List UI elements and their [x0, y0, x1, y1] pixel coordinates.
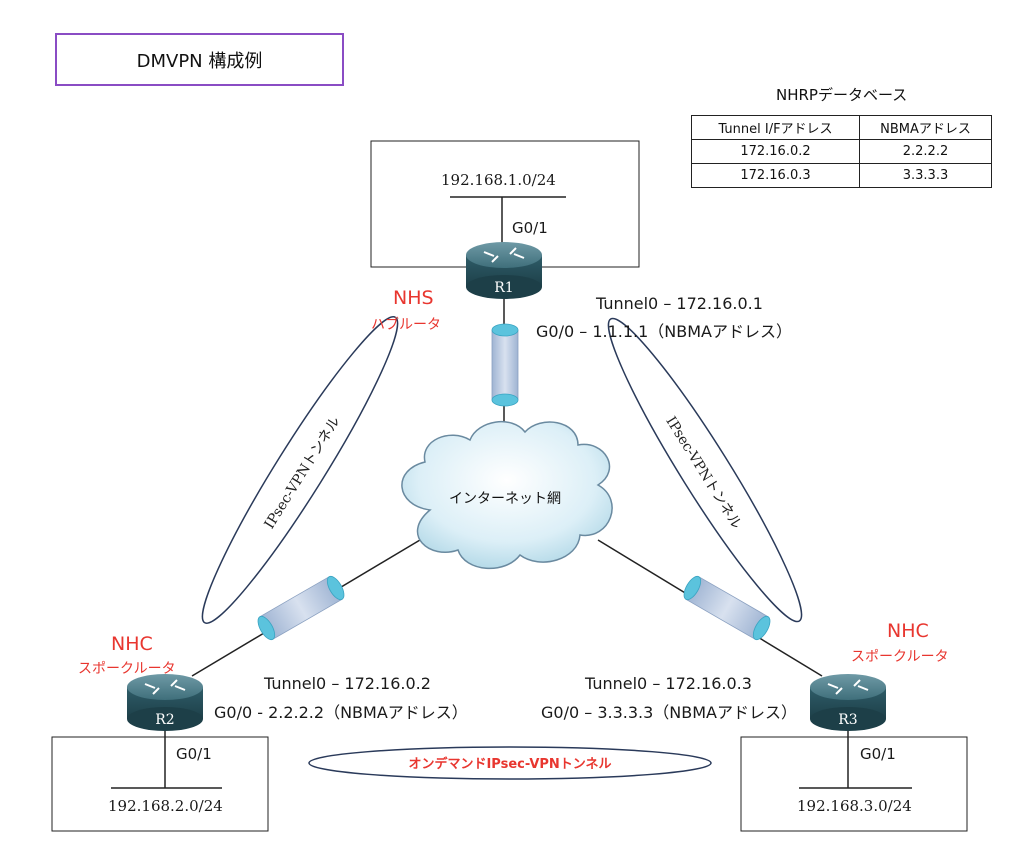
router-r1-icon: [466, 242, 542, 299]
r3-role-sub: スポークルータ: [851, 649, 949, 665]
r3-lan-box: [740, 736, 968, 832]
r3-pipe: [683, 575, 771, 641]
r2-tunnel-addr: Tunnel0 – 172.16.0.2: [264, 674, 431, 693]
r1-nbma-addr: G0/0 – 1.1.1.1（NBMAアドレス）: [536, 322, 792, 341]
r1-name: R1: [494, 280, 513, 296]
nhrp-cell-nbma: 3.3.3.3: [859, 163, 992, 188]
left-tunnel-label: IPsec-VPNトンネル: [262, 414, 344, 532]
nhrp-header-nbma: NBMAアドレス: [859, 115, 992, 140]
r2-lan-box: [51, 736, 269, 832]
nhrp-cell-tunnel: 172.16.0.3: [691, 163, 860, 188]
r3-name: R3: [838, 712, 857, 728]
r3-role: NHC: [887, 620, 929, 642]
left-tunnel-ellipse: [201, 316, 399, 624]
r2-iface-label: G0/1: [176, 745, 212, 763]
cloud-label: インターネット網: [449, 491, 561, 507]
bottom-tunnel-label: オンデマンドIPsec-VPNトンネル: [408, 756, 611, 772]
r2-role-sub: スポークルータ: [78, 661, 176, 677]
r1-role-sub: ハブルータ: [371, 317, 441, 333]
r1-pipe: [491, 323, 519, 407]
r1-lan-label: 192.168.1.0/24: [441, 171, 556, 189]
router-r3-icon: [810, 674, 886, 731]
nhrp-table-title: NHRPデータベース: [776, 86, 908, 104]
nhrp-table: Tunnel I/Fアドレス NBMAアドレス 172.16.0.2 2.2.2…: [691, 115, 992, 188]
r2-name: R2: [155, 712, 174, 728]
r3-nbma-addr: G0/0 – 3.3.3.3（NBMAアドレス）: [541, 703, 797, 722]
diagram-title: DMVPN 構成例: [55, 33, 344, 86]
r1-tunnel-addr: Tunnel0 – 172.16.0.1: [596, 294, 763, 313]
r3-tunnel-addr: Tunnel0 – 172.16.0.3: [585, 674, 752, 693]
r2-lan-label: 192.168.2.0/24: [108, 797, 223, 815]
r3-lan-label: 192.168.3.0/24: [797, 797, 912, 815]
bottom-tunnel-ellipse: [308, 746, 712, 780]
r2-nbma-addr: G0/0 - 2.2.2.2（NBMAアドレス）: [214, 703, 468, 722]
right-tunnel-label: IPsec-VPNトンネル: [662, 414, 744, 532]
router-r2-icon: [127, 674, 203, 731]
internet-cloud-icon: [401, 421, 613, 569]
right-tunnel-ellipse: [607, 317, 803, 623]
table-row: 172.16.0.3 3.3.3.3: [691, 163, 992, 188]
r2-role: NHC: [111, 633, 153, 655]
nhrp-header-row: Tunnel I/Fアドレス NBMAアドレス: [691, 115, 992, 140]
nhrp-cell-nbma: 2.2.2.2: [859, 139, 992, 164]
r1-iface-label: G0/1: [512, 219, 548, 237]
r2-pipe: [257, 575, 345, 641]
r3-iface-label: G0/1: [860, 745, 896, 763]
r1-role: NHS: [393, 287, 434, 309]
